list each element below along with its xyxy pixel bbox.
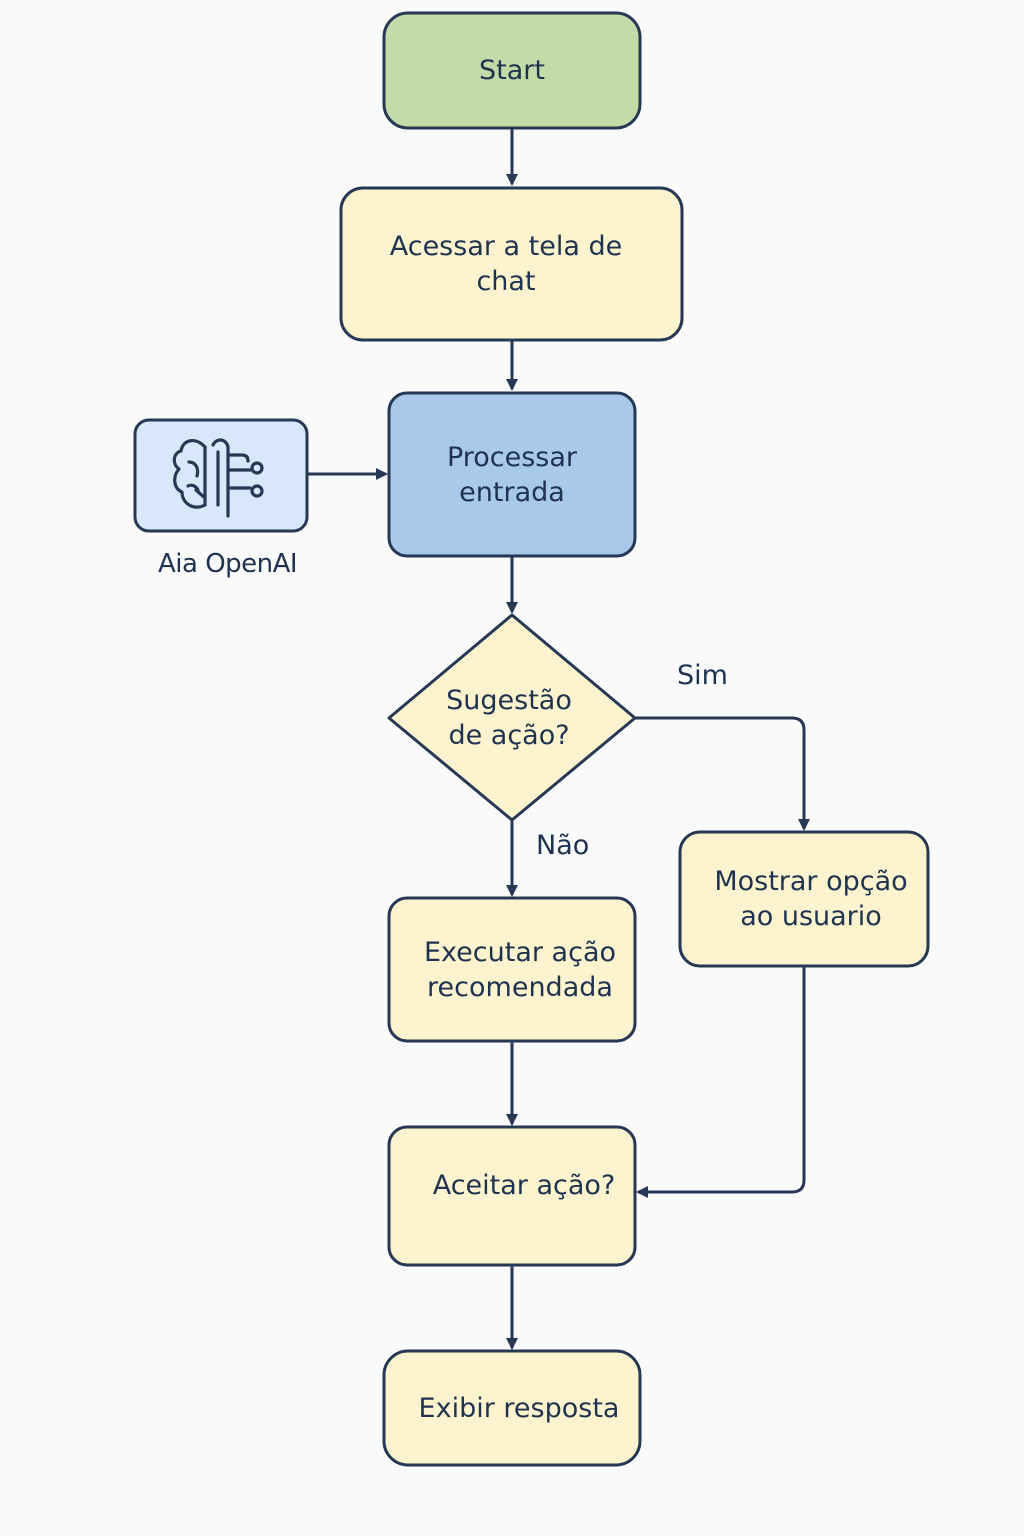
ai-module-caption: Aia OpenAI bbox=[158, 549, 298, 579]
edges bbox=[307, 128, 810, 1350]
start-node bbox=[382, 11, 642, 130]
process-input-node bbox=[387, 391, 637, 558]
edge-decision-yes bbox=[633, 716, 810, 831]
show-option-node bbox=[678, 830, 930, 968]
edge-label-no: Não bbox=[536, 830, 590, 861]
edge-label-yes: Sim bbox=[677, 660, 728, 691]
access-chat-node bbox=[339, 186, 684, 342]
execute-action-node bbox=[387, 896, 637, 1043]
brain-circuit-icon bbox=[172, 438, 264, 518]
show-response-node bbox=[382, 1349, 642, 1467]
suggestion-decision-node bbox=[387, 613, 637, 822]
accept-action-node bbox=[387, 1125, 637, 1267]
edge-show-option-to-accept bbox=[636, 966, 806, 1198]
ai-module-node bbox=[133, 418, 309, 533]
